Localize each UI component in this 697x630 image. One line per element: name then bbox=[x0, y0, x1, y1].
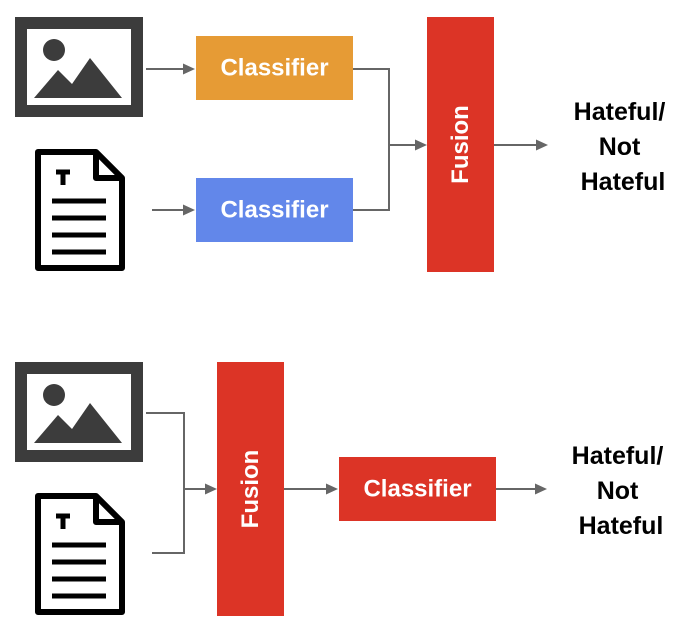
text-classifier-box: Classifier bbox=[196, 178, 353, 242]
output-line-1: Hateful/ bbox=[572, 442, 664, 470]
fusion-box: Fusion bbox=[427, 17, 494, 272]
text-document-icon bbox=[35, 149, 125, 271]
output-label: Hateful/ Not Hateful bbox=[572, 442, 671, 540]
output-line-1: Hateful/ bbox=[574, 98, 666, 126]
text-document-icon bbox=[35, 493, 125, 615]
image-icon bbox=[15, 362, 143, 462]
image-classifier-label: Classifier bbox=[220, 55, 328, 82]
arrow-image-to-classifier bbox=[146, 63, 195, 75]
early-fusion-section: Fusion Classifier Hateful/ Not Hateful bbox=[15, 362, 671, 616]
text-classifier-label: Classifier bbox=[220, 197, 328, 224]
arrow-fusion-to-classifier bbox=[284, 483, 338, 495]
arrow-inputs-to-fusion bbox=[146, 412, 217, 554]
output-line-2: Not bbox=[599, 133, 641, 161]
arrow-text-to-classifier bbox=[152, 204, 195, 216]
arrow-classifiers-to-fusion bbox=[353, 68, 427, 211]
fusion-label: Fusion bbox=[237, 450, 264, 529]
fusion-box: Fusion bbox=[217, 362, 284, 616]
image-classifier-box: Classifier bbox=[196, 36, 353, 100]
image-icon bbox=[15, 17, 143, 117]
late-fusion-section: Classifier Classifier Fusion Hateful/ No… bbox=[15, 17, 673, 272]
classifier-box: Classifier bbox=[339, 457, 496, 521]
fusion-label: Fusion bbox=[447, 105, 474, 184]
classifier-label: Classifier bbox=[363, 476, 471, 503]
arrow-fusion-to-output bbox=[494, 139, 548, 151]
output-line-2: Not bbox=[597, 477, 639, 505]
output-line-3: Hateful bbox=[579, 512, 664, 540]
output-label: Hateful/ Not Hateful bbox=[574, 98, 673, 196]
output-line-3: Hateful bbox=[581, 168, 666, 196]
arrow-classifier-to-output bbox=[496, 483, 547, 495]
